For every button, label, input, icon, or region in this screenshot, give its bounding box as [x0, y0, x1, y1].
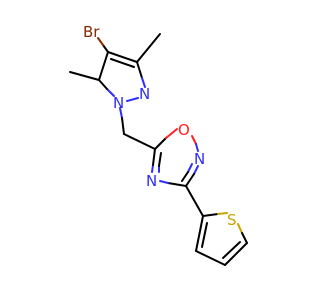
oxadiazole-ring — [151, 128, 199, 187]
bond-n4-c5-double — [158, 152, 162, 167]
bond-n4-c5 — [152, 148, 156, 166]
molecule-canvas: Br N N O N N S — [69, 23, 248, 266]
atom-label-n2-oxadiazole: N — [194, 150, 205, 168]
bond-s-c5-colored — [237, 223, 243, 234]
bond-s-c5 — [241, 232, 248, 244]
atom-label-o-oxadiazole: O — [178, 121, 190, 139]
bond-n2-c3-double-n — [187, 163, 193, 173]
atom-label-br: Br — [83, 23, 100, 41]
atom-label-n4-oxadiazole: N — [146, 172, 157, 190]
bond-ch2-c5ox — [123, 133, 156, 150]
bond-c4-br — [102, 44, 109, 53]
bond-c5-methyl — [69, 71, 100, 81]
bond-o1-n2-o — [191, 135, 197, 145]
bond-n4-c5-n — [151, 164, 154, 173]
bond-c3-c2-double — [201, 222, 208, 248]
bond-c3-c2 — [195, 215, 204, 252]
bond-c2-s-colored — [217, 212, 228, 215]
bond-n2-c3-double — [181, 171, 189, 182]
bond-n1-c5 — [98, 79, 108, 90]
bond-c5-c4 — [224, 242, 248, 266]
bond-c3-n2-n — [141, 77, 146, 88]
bond-c4-br-colored — [97, 37, 104, 46]
bond-c5-o1-o — [165, 128, 178, 139]
bond-c3-n4 — [167, 182, 187, 187]
atom-label-s-thiophene: S — [227, 211, 237, 229]
bond-c4-c3-double — [110, 58, 135, 68]
bond-n2-n1 — [126, 97, 139, 102]
bond-n1-ch2 — [121, 117, 125, 135]
bond-c3-methyl — [136, 33, 161, 63]
bond-n1-c5-n — [106, 88, 115, 97]
bond-c5-o1 — [154, 137, 167, 150]
atom-label-n2-pyrazole: N — [139, 85, 150, 103]
bond-c3-n4-n — [159, 180, 169, 184]
bond-c4-c3 — [195, 250, 226, 266]
bond-c5-c4 — [98, 51, 109, 81]
pyrazole-ring — [98, 51, 146, 102]
bond-c4-c3 — [107, 51, 138, 63]
bond-o1-n2-n — [195, 143, 199, 152]
atom-labels: Br N N O N N S — [83, 23, 237, 229]
bond-c3-n2 — [136, 61, 143, 79]
bond-n2-c3-n — [193, 165, 199, 175]
bond-c5-c4-double — [222, 241, 241, 259]
bond-n1-ch2-n — [119, 107, 123, 119]
bond-n2-c3 — [185, 173, 195, 187]
bond-c2-s — [202, 213, 219, 217]
pyrazole-substituents — [69, 33, 161, 150]
thiophene-ring — [195, 212, 248, 266]
atom-label-n1-pyrazole: N — [113, 94, 124, 112]
bond-c3-thiophene — [185, 185, 204, 217]
molecule-structure: Br N N O N N S — [69, 23, 248, 266]
